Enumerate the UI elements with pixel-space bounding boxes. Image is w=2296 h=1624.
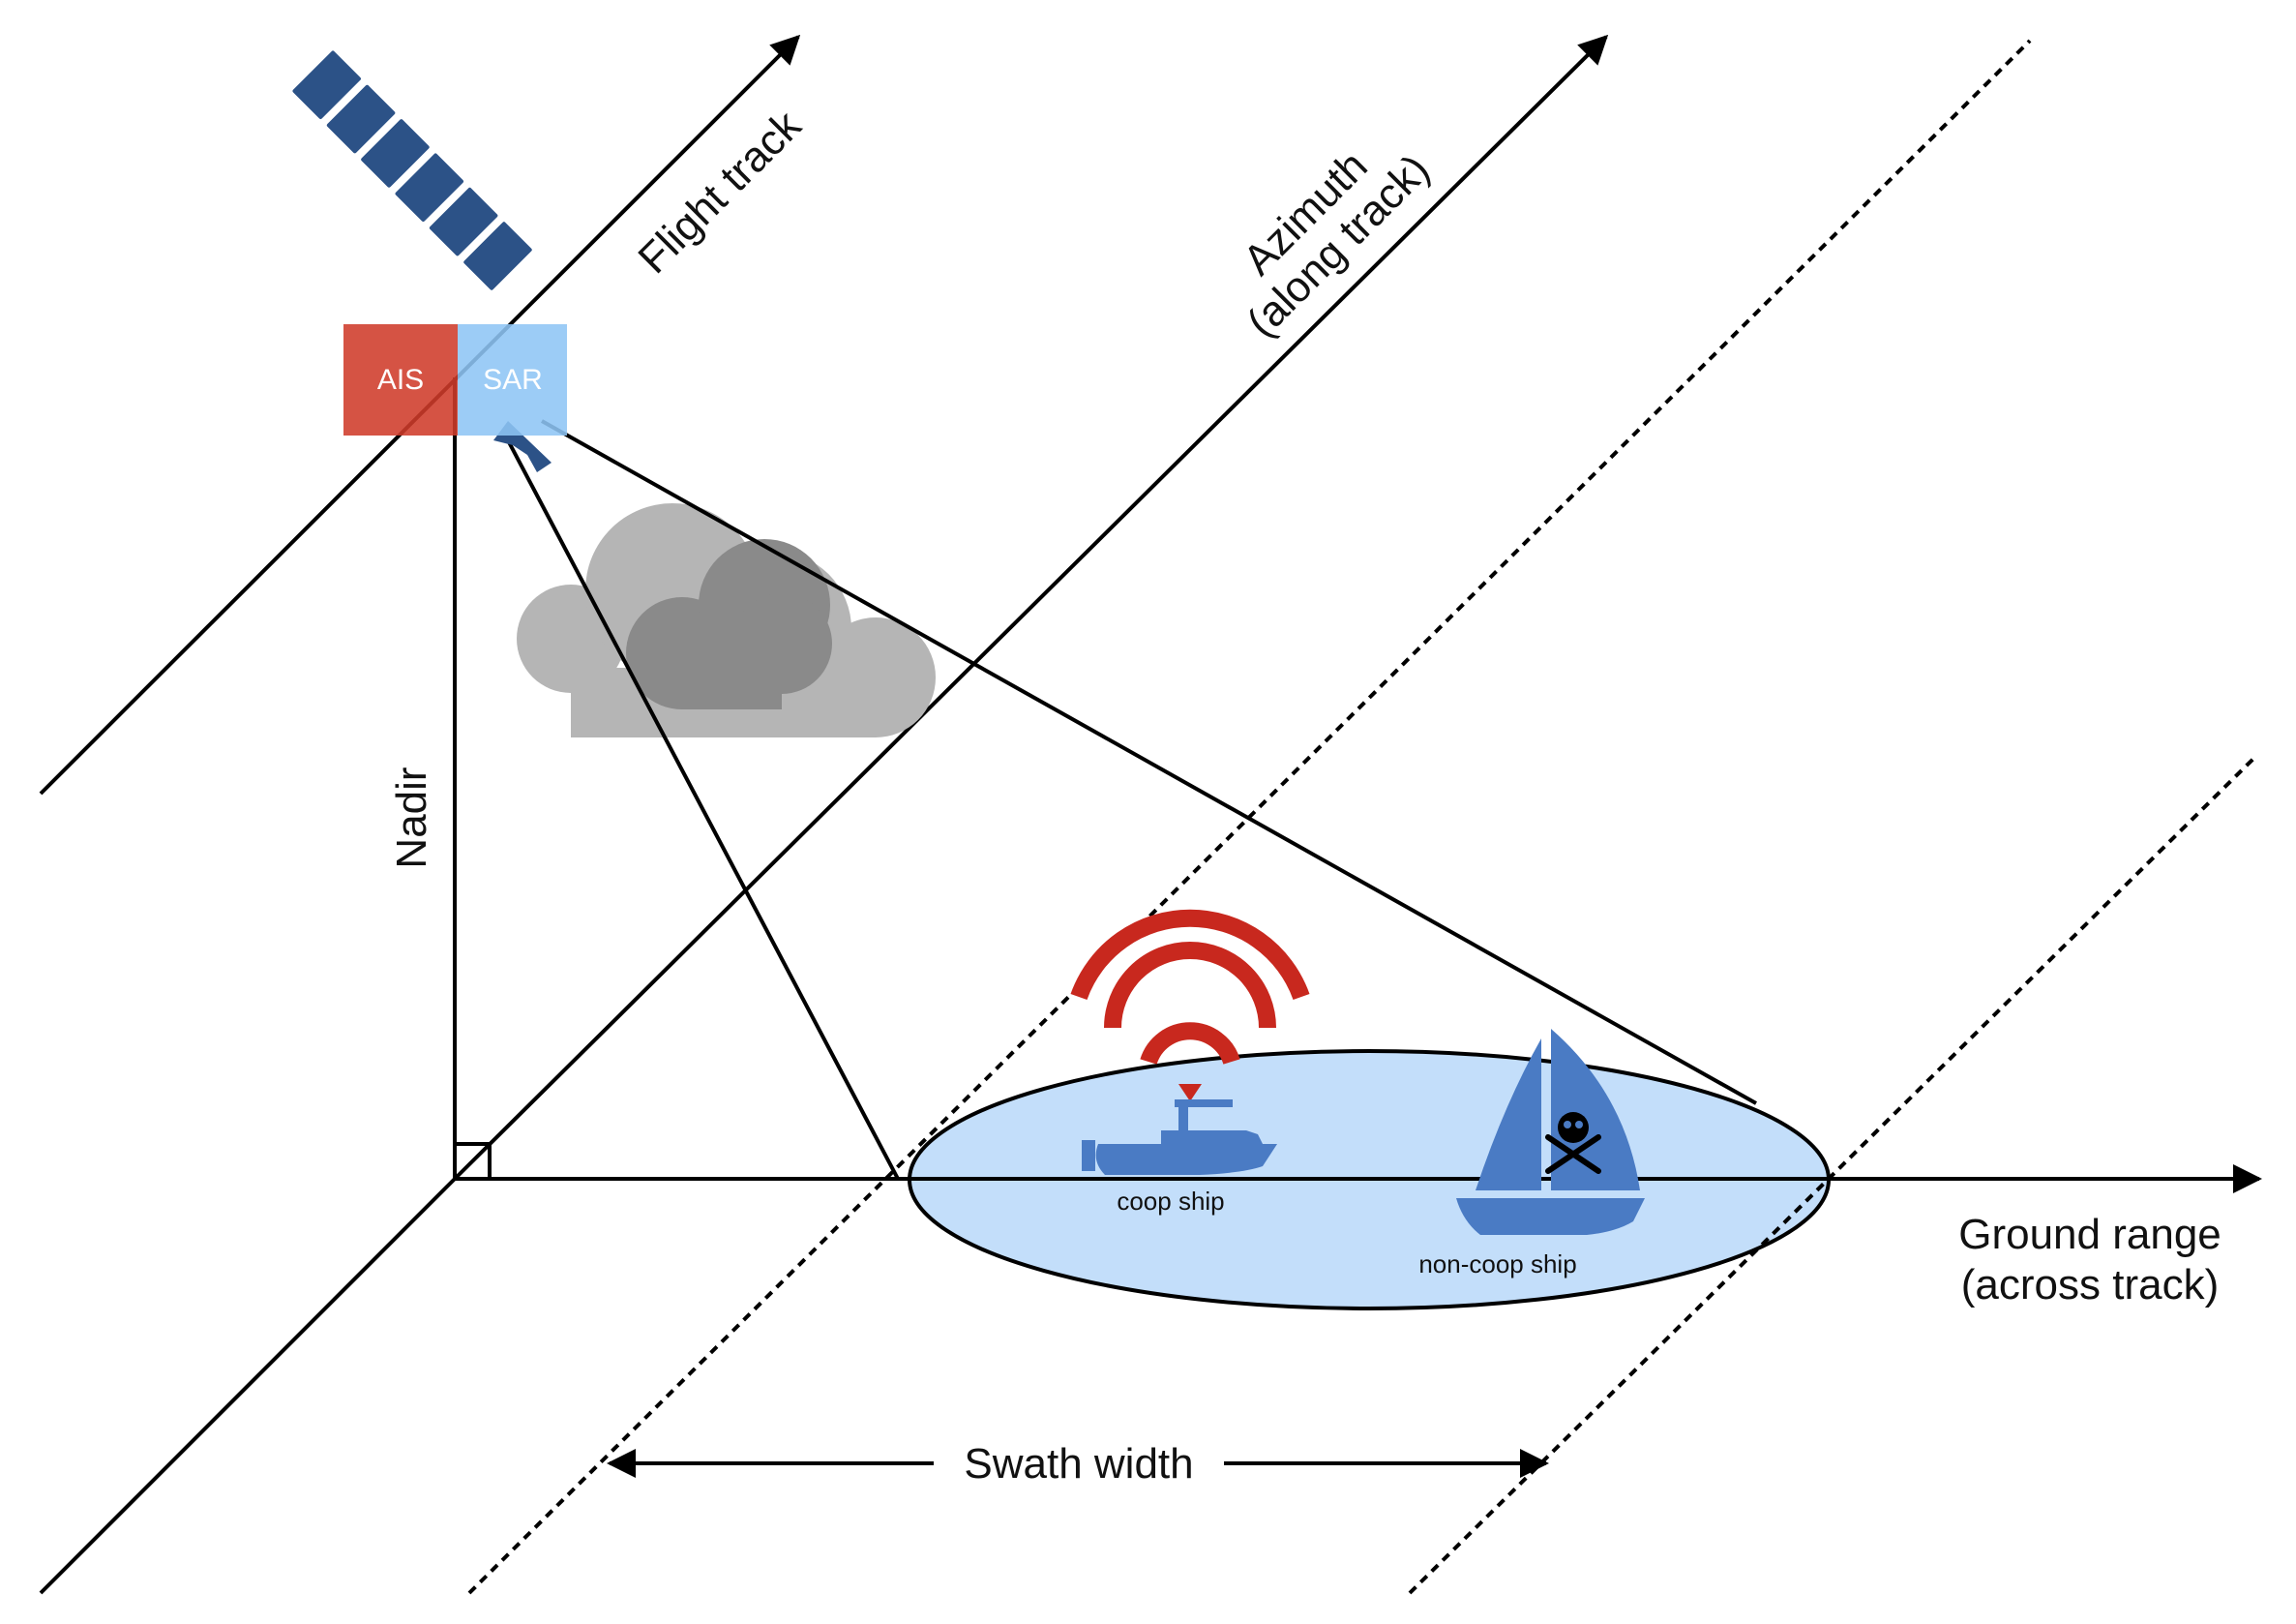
sar-sensor-box: SAR	[458, 324, 567, 436]
ground-range-label-line1: Ground range	[1958, 1211, 2221, 1258]
radar-beam-near	[506, 439, 900, 1180]
azimuth-label: Azimuth (along track)	[1235, 142, 1439, 346]
ais-sensor-box: AIS	[343, 324, 458, 436]
non-coop-ship-label: non-coop ship	[1418, 1249, 1576, 1278]
satellite-icon	[292, 50, 552, 472]
ground-range-label-line2: (across track)	[1961, 1261, 2219, 1308]
swath-width-label: Swath width	[964, 1440, 1193, 1488]
nadir-label: Nadir	[388, 767, 435, 868]
sailboat-icon	[1456, 1029, 1645, 1235]
wifi-signal-icon	[1070, 909, 1310, 1101]
right-angle-marker	[453, 1142, 492, 1181]
swath-far-edge	[1408, 753, 2259, 1595]
coop-ship-label: coop ship	[1117, 1187, 1224, 1216]
sar-label: SAR	[483, 364, 543, 396]
radar-beam-far	[541, 419, 1757, 1105]
azimuth-axis	[453, 34, 1609, 1181]
flight-track-label: Flight track	[629, 102, 811, 284]
cloud-icon	[517, 503, 936, 737]
ais-label: AIS	[377, 364, 424, 396]
motorboat-icon	[1082, 1099, 1277, 1175]
origin-extension-line	[39, 1177, 457, 1595]
skull-crossbones-icon	[1545, 1112, 1601, 1174]
